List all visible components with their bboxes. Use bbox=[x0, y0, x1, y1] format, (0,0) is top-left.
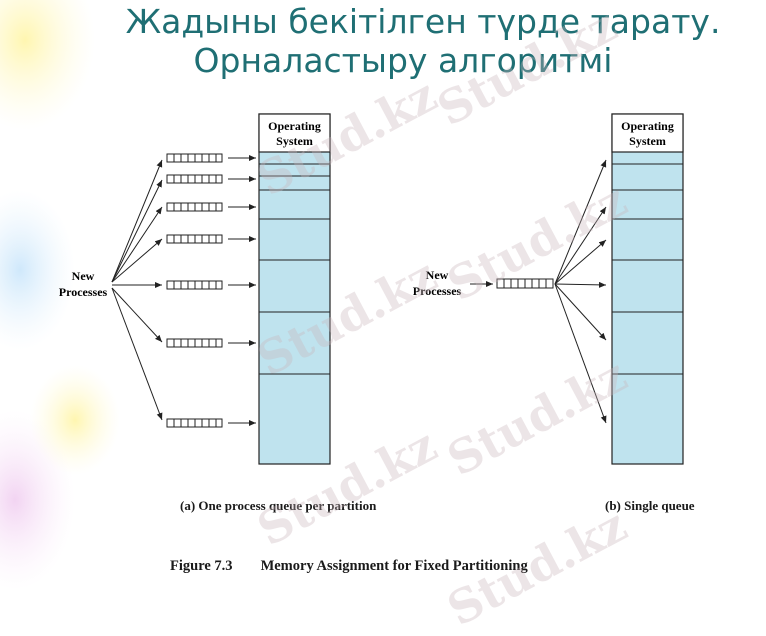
os-label-b-line1: Operating bbox=[621, 119, 674, 133]
queue-a-2 bbox=[166, 174, 223, 184]
fan-arrows-a bbox=[111, 159, 163, 421]
figure-number: Figure 7.3 bbox=[170, 558, 233, 574]
queue-a-7 bbox=[166, 418, 223, 428]
single-queue-b bbox=[496, 278, 554, 289]
caption-a: (a) One process queue per partition bbox=[180, 498, 377, 513]
partition-dividers-b bbox=[612, 163, 683, 375]
diagram-a: Operating System New Processes bbox=[59, 113, 331, 465]
queue-a-4 bbox=[166, 234, 223, 244]
memory-column-b bbox=[611, 113, 684, 465]
title-line-1: Жадыны бекітілген түрде тарату. bbox=[125, 2, 721, 41]
os-label-a-line1: Operating bbox=[268, 119, 321, 133]
figure-title: Memory Assignment for Fixed Partitioning bbox=[260, 558, 528, 574]
os-partition-a bbox=[258, 113, 331, 153]
os-label-a-line2: System bbox=[276, 134, 313, 148]
new-processes-label-a-line2: Processes bbox=[59, 285, 108, 299]
new-processes-label-b-line1: New bbox=[426, 268, 449, 282]
queue-a-3 bbox=[166, 202, 223, 212]
title-line-2: Орналастыру алгоритмі bbox=[193, 41, 613, 80]
queue-a-6 bbox=[166, 338, 223, 348]
partition-dividers-a bbox=[259, 163, 330, 375]
memory-column-a bbox=[258, 113, 331, 465]
os-label-b-line2: System bbox=[629, 134, 666, 148]
caption-b: (b) Single queue bbox=[605, 498, 695, 513]
queue-arrows-a bbox=[228, 155, 256, 426]
new-processes-label-a-line1: New bbox=[72, 269, 95, 283]
fan-arrows-b bbox=[554, 159, 607, 424]
new-processes-label-b-line2: Processes bbox=[413, 284, 462, 298]
os-partition-b bbox=[611, 113, 684, 153]
queue-a-1 bbox=[166, 153, 223, 163]
decorative-background bbox=[0, 0, 120, 590]
diagram-b: Operating System New Processes bbox=[413, 113, 684, 465]
queue-a-5 bbox=[166, 280, 223, 290]
slide-title: Жадыны бекітілген түрде тарату. Орналаст… bbox=[0, 2, 766, 80]
fixed-partitioning-diagram: Operating System New Processes bbox=[59, 113, 684, 465]
figure-caption: Figure 7.3 Memory Assignment for Fixed Pa… bbox=[170, 558, 528, 575]
